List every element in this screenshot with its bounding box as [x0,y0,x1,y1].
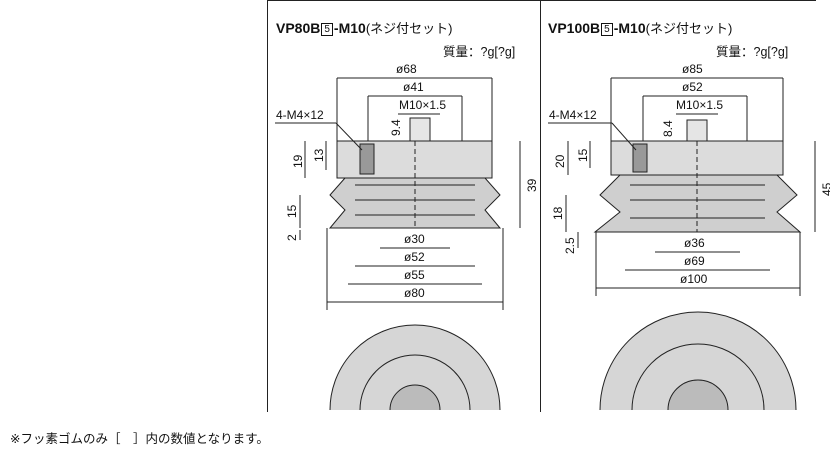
dim-top-outer: ø85 [682,62,703,76]
dim-h45: 45 [820,182,830,196]
thread-stud [409,117,431,142]
table-top-border [267,0,816,1]
column-divider-middle [540,0,541,412]
dim-h13: 13 [312,148,326,162]
dim-bottom-1: ø36 [684,236,705,250]
dim-bolt: 4-M4×12 [549,108,597,122]
dim-h2: 2 [285,234,299,241]
dim-h15: 15 [285,204,299,218]
dim-thread: M10×1.5 [676,98,723,112]
thread-stud [686,119,708,142]
dim-bottom-4: ø80 [404,286,425,300]
dim-h19: 19 [291,154,305,168]
plan-view-vp100 [599,311,797,411]
plan-view-vp80 [329,324,501,411]
dim-bottom-2: ø69 [684,254,705,268]
dim-thread: M10×1.5 [399,98,446,112]
footnote: ※フッ素ゴムのみ［ ］内の数値となります。 [10,432,269,446]
dim-top-inner: ø52 [682,80,703,94]
dim-h20: 20 [553,154,567,168]
mass-label-vp100: 質量：?g[?g] [716,45,789,59]
dim-top-outer: ø68 [396,62,417,76]
mass-label-vp80: 質量：?g[?g] [443,45,516,59]
dim-bolt: 4-M4×12 [276,108,324,122]
bolt-head [632,143,648,173]
dim-bottom-3: ø55 [404,268,425,282]
dim-bottom-1: ø30 [404,232,425,246]
dim-h84: 8.4 [661,120,675,137]
dim-bottom-2: ø52 [404,250,425,264]
dim-h39: 39 [525,178,539,192]
dim-h15: 15 [576,148,590,162]
dim-h94: 9.4 [389,119,403,136]
dim-top-inner: ø41 [403,80,424,94]
bolt-head [359,143,375,175]
dim-h18: 18 [551,206,565,220]
dim-h25: 2.5 [563,237,577,254]
column-divider-left [267,0,268,412]
dim-bottom-3: ø100 [680,272,708,286]
